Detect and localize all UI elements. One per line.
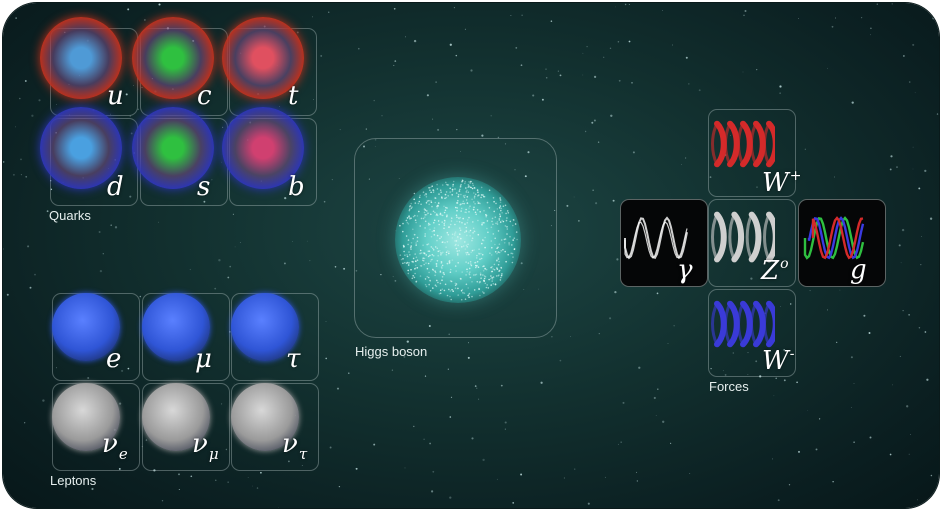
quark-c-symbol: c (197, 81, 212, 111)
quark-b-symbol: b (288, 172, 305, 202)
higgs-frame (354, 138, 557, 338)
quark-t-symbol: t (288, 81, 299, 111)
force-cell-w-plus (708, 109, 796, 197)
gluon-symbol: g (850, 255, 867, 285)
quark-b-particle (222, 107, 304, 189)
w-minus-boson-icon (711, 300, 775, 348)
quark-d-particle (40, 107, 122, 189)
force-cell-w-minus (708, 289, 796, 377)
lepton-tau-symbol: τ (286, 344, 301, 374)
leptons-label: Leptons (50, 473, 97, 488)
lepton-cell-e (52, 293, 140, 381)
force-cell-z (708, 199, 796, 287)
lepton-nu-e-symbol: νe (102, 429, 128, 463)
lepton-cell-nu-tau (231, 383, 319, 471)
lepton-nu-mu-symbol: νμ (192, 429, 219, 463)
z-symbol: Zo (761, 256, 789, 286)
lepton-cell-mu (142, 293, 230, 381)
w-plus-boson-icon (711, 120, 775, 168)
lepton-nu-mu-particle (142, 383, 210, 451)
quark-t-particle (222, 17, 304, 99)
lepton-cell-nu-e (52, 383, 140, 471)
quark-c-particle (132, 17, 214, 99)
higgs-label: Higgs boson (355, 344, 428, 359)
lepton-e-symbol: e (106, 344, 122, 374)
higgs-particle-speckle (399, 179, 518, 301)
quark-s-particle (132, 107, 214, 189)
quark-s-symbol: s (197, 172, 211, 202)
lepton-nu-tau-particle (231, 383, 299, 451)
lepton-cell-nu-mu (142, 383, 230, 471)
z-boson-icon (711, 211, 775, 263)
quark-u-particle (40, 17, 122, 99)
lepton-e-particle (52, 293, 120, 361)
photon-wave-icon (624, 216, 688, 260)
photon-symbol: γ (677, 255, 693, 285)
lepton-mu-particle (142, 293, 210, 361)
lepton-mu-symbol: μ (195, 344, 212, 374)
diagram-canvas: u c t d s b Quarks e μ τ νe νμ ντ Lepton… (3, 3, 939, 508)
quark-d-symbol: d (107, 172, 124, 202)
quark-u-symbol: u (107, 81, 124, 111)
lepton-cell-tau (231, 293, 319, 381)
lepton-tau-particle (231, 293, 299, 361)
lepton-nu-e-particle (52, 383, 120, 451)
gluon-wave-icon (803, 216, 865, 260)
quarks-label: Quarks (49, 208, 91, 223)
lepton-nu-tau-symbol: ντ (282, 429, 308, 463)
w-plus-symbol: W+ (762, 168, 802, 198)
forces-label: Forces (709, 379, 749, 394)
w-minus-symbol: W- (762, 346, 795, 376)
